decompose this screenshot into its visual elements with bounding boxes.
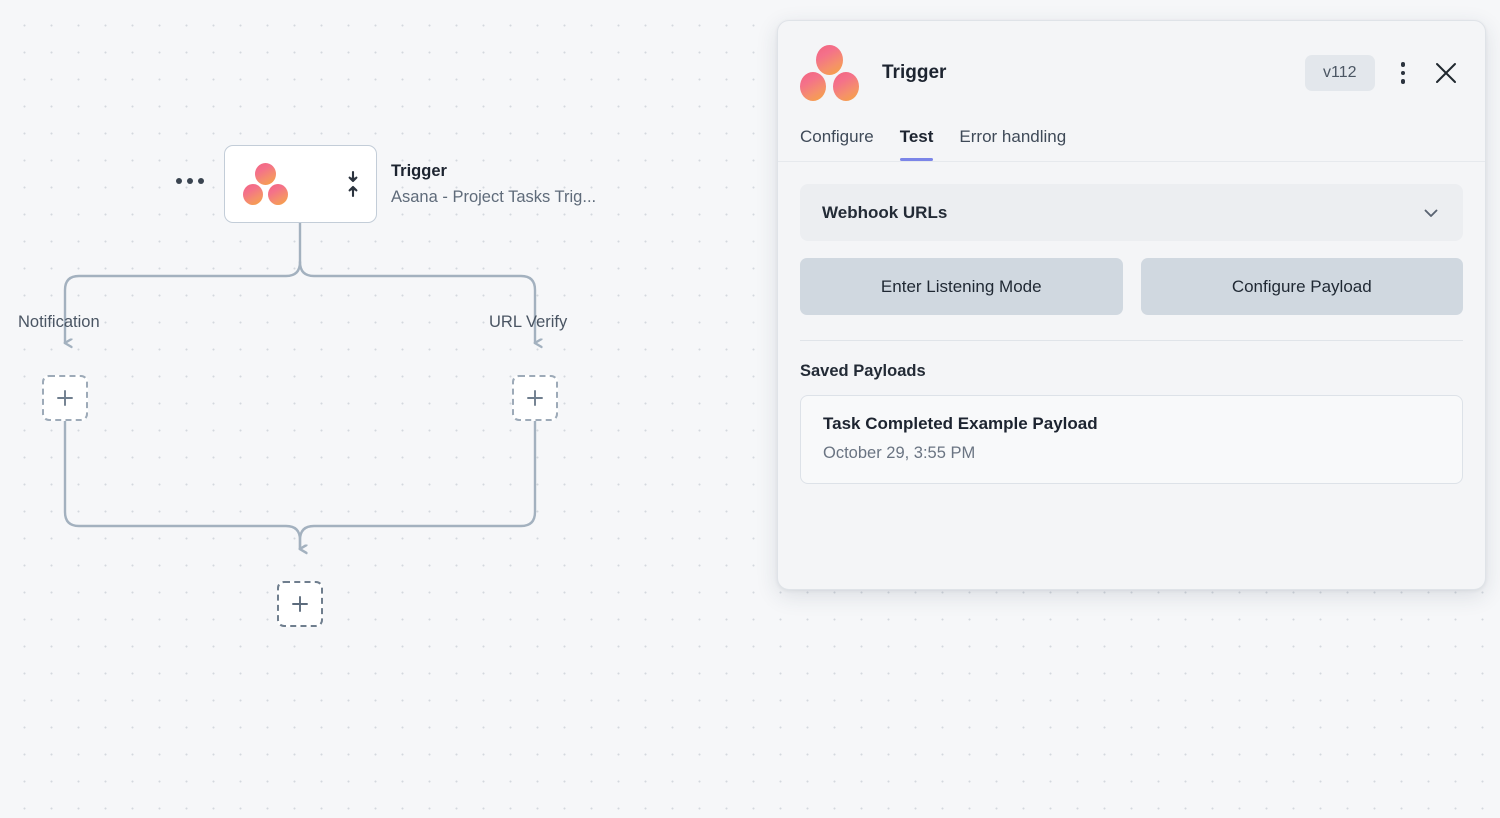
saved-payload-name: Task Completed Example Payload [823, 414, 1098, 433]
more-vertical-icon[interactable] [1393, 56, 1414, 90]
branch-label-notification: Notification [18, 313, 100, 331]
logo-circle [243, 183, 263, 205]
asana-logo-icon [243, 162, 289, 206]
flow-connectors [0, 221, 780, 818]
close-icon[interactable] [1429, 56, 1463, 90]
add-step-button-notification[interactable] [42, 375, 88, 421]
plus-icon [57, 390, 73, 406]
add-step-button-url-verify[interactable] [512, 375, 558, 421]
branch-label-url-verify: URL Verify [489, 313, 568, 331]
dot [1400, 62, 1405, 67]
logo-circle [833, 72, 859, 101]
saved-payload-date: October 29, 3:55 PM [823, 443, 976, 462]
panel-header: Trigger v112 [778, 21, 1485, 103]
plus-icon [292, 596, 308, 612]
trigger-node-title: Trigger [391, 162, 447, 180]
trigger-node-labels: Trigger Asana - Project Tasks Trig... [391, 160, 691, 209]
sync-arrows-icon [348, 170, 358, 198]
close-glyph [1436, 63, 1456, 83]
trigger-node[interactable] [224, 145, 377, 223]
saved-payload-item[interactable]: Task Completed Example Payload October 2… [800, 395, 1463, 485]
more-horizontal-icon[interactable] [176, 178, 204, 184]
dot [176, 178, 182, 184]
panel-tabs: Configure Test Error handling [778, 103, 1485, 162]
tab-configure[interactable]: Configure [800, 127, 874, 146]
logo-circle [268, 183, 288, 205]
version-badge[interactable]: v112 [1304, 55, 1375, 91]
logo-circle [255, 162, 276, 185]
plus-icon [527, 390, 543, 406]
tab-error-handling[interactable]: Error handling [959, 127, 1067, 146]
dot [1400, 70, 1405, 76]
webhook-urls-accordion[interactable]: Webhook URLs [800, 184, 1463, 241]
action-buttons: Enter Listening Mode Configure Payload [800, 258, 1463, 315]
configure-payload-button[interactable]: Configure Payload [1140, 258, 1463, 315]
section-divider [800, 340, 1463, 341]
add-step-button-merge[interactable] [277, 581, 323, 627]
dot [1400, 79, 1405, 84]
saved-payloads-heading: Saved Payloads [800, 362, 926, 380]
panel-title: Trigger [882, 62, 947, 83]
dot [187, 178, 193, 184]
panel-body: Webhook URLs Enter Listening Mode Config… [778, 162, 1485, 589]
logo-circle [800, 72, 826, 101]
dot [198, 178, 204, 184]
webhook-urls-label: Webhook URLs [822, 202, 948, 222]
logo-circle [816, 45, 843, 75]
trigger-details-panel: Trigger v112 Configure Test Error handli… [777, 20, 1486, 590]
tab-test[interactable]: Test [899, 127, 933, 161]
asana-logo-icon [800, 45, 860, 101]
trigger-node-subtitle: Asana - Project Tasks Trig... [391, 188, 597, 207]
enter-listening-mode-button[interactable]: Enter Listening Mode [800, 258, 1123, 315]
chevron-down-icon [1424, 209, 1438, 217]
